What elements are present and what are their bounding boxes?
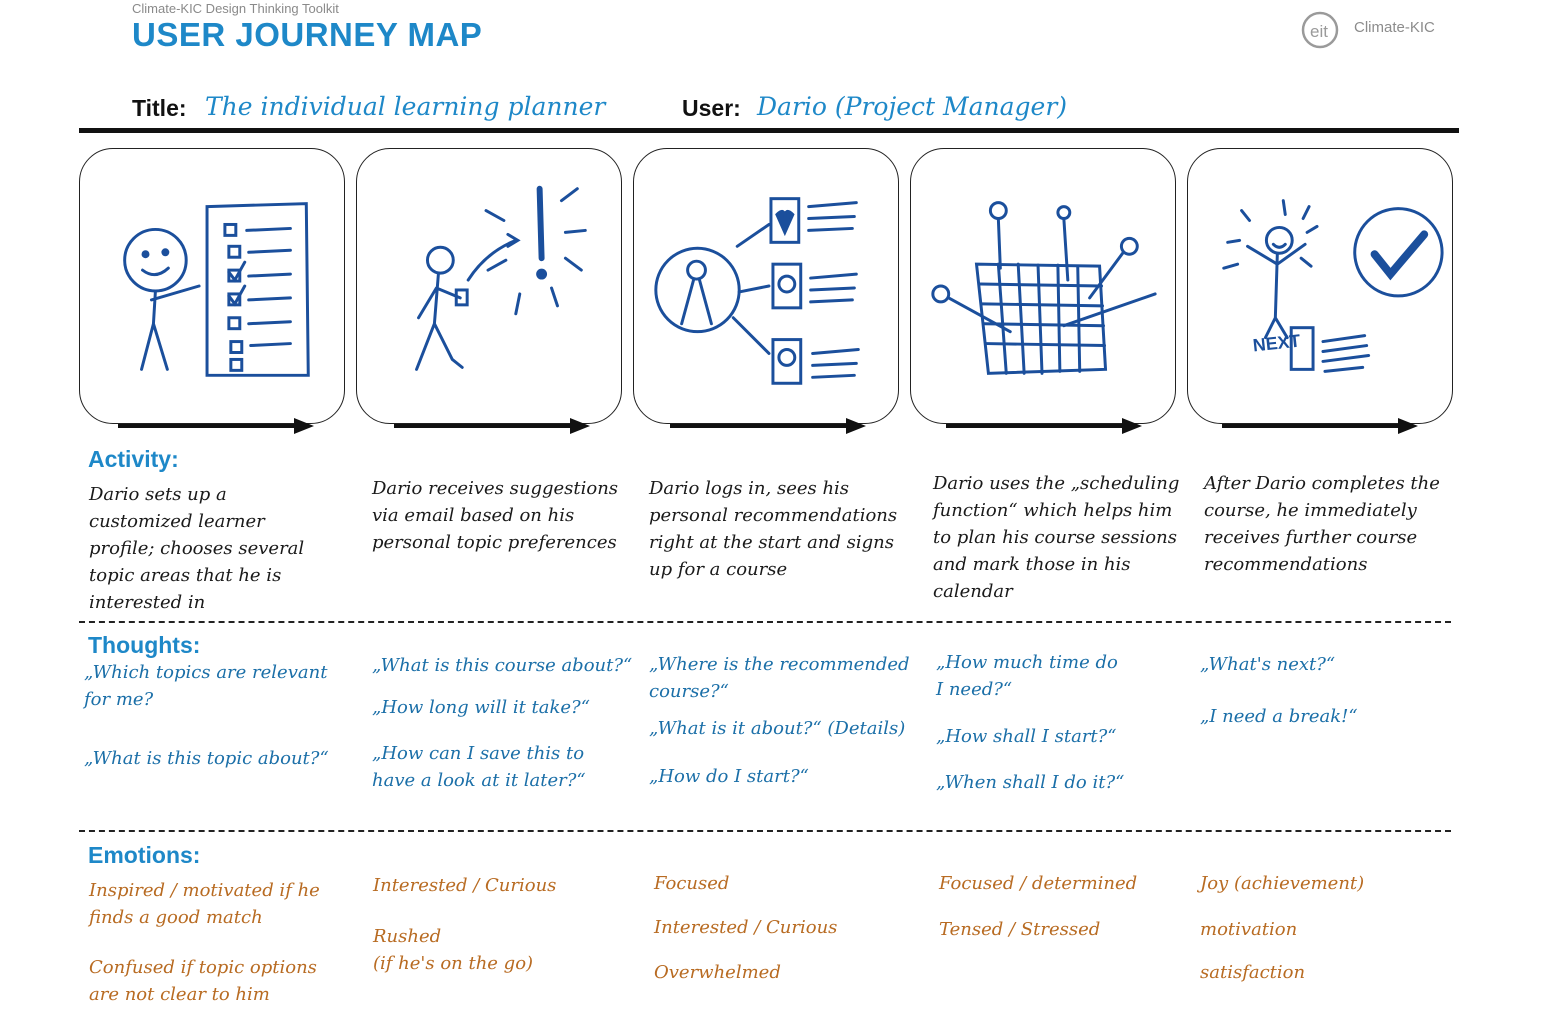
thought-item: „What is this topic about?“ [84, 748, 329, 769]
emotion-item: Focused / determined [939, 873, 1138, 894]
step-4-thoughts: „How much time do I need?“ „How shall I … [936, 649, 1206, 796]
person-checklist-icon [123, 202, 310, 377]
step-4-arrow [946, 418, 1142, 434]
title-value: The individual learning planner [205, 92, 606, 121]
emotion-item: satisfaction [1200, 962, 1306, 983]
step-4-panel [910, 148, 1176, 424]
emotion-item: Focused [654, 873, 730, 894]
step-5-activity: After Dario completes the course, he imm… [1204, 473, 1440, 575]
step-1-activity: Dario sets up a customized learner profi… [89, 484, 305, 613]
thought-item: „What is it about?“ (Details) [649, 718, 906, 739]
thoughts-heading: Thoughts: [88, 632, 201, 658]
logo-badge: eit [1310, 22, 1328, 41]
emotion-item: Joy (achievement) [1200, 873, 1365, 894]
user-label: User: [682, 95, 741, 121]
emotion-item: Rushed (if he's on the go) [373, 926, 534, 974]
step-3-activity: Dario logs in, sees his personal recomme… [649, 478, 898, 580]
thought-item: „What is this course about?“ [372, 655, 633, 676]
emotion-item: Overwhelmed [654, 962, 781, 983]
step-3-thoughts: „Where is the recommended course?“ „What… [649, 651, 919, 790]
emotion-item: Interested / Curious [373, 875, 557, 896]
thought-item: „How long will it take?“ [372, 697, 590, 718]
thought-item: „What's next?“ [1200, 654, 1336, 675]
step-2-emotions: Interested / Curious Rushed (if he's on … [373, 872, 643, 977]
step-5-emotions: Joy (achievement) motivation satisfactio… [1200, 870, 1470, 986]
step-3-arrow [670, 418, 866, 434]
step-3-panel [633, 148, 899, 424]
step-2-arrow [394, 418, 590, 434]
emotion-item: Tensed / Stressed [939, 919, 1101, 940]
step-4-emotions: Focused / determined Tensed / Stressed [939, 870, 1209, 943]
logo-text: Climate-KIC [1354, 19, 1435, 36]
thought-item: „How do I start?“ [649, 766, 809, 787]
emotions-heading: Emotions: [88, 842, 201, 868]
svg-text:NEXT: NEXT [1252, 331, 1302, 356]
step-2-activity: Dario receives suggestions via email bas… [372, 478, 619, 553]
toolkit-label: Climate-KIC Design Thinking Toolkit [132, 1, 339, 16]
step-5-panel: NEXT [1187, 148, 1453, 424]
thought-item: „How much time do I need?“ [936, 652, 1118, 700]
celebration-checkmark-next-icon: NEXT [1222, 199, 1444, 373]
user-value: Dario (Project Manager) [757, 92, 1068, 121]
thought-item: „How shall I start?“ [936, 726, 1117, 747]
thought-item: „Which topics are relevant for me? [84, 662, 328, 710]
thought-item: „How can I save this to have a look at i… [372, 743, 586, 791]
calendar-scheduling-icon [931, 201, 1157, 375]
eit-logo-icon: eit [1301, 11, 1339, 49]
emotion-item: Confused if topic options are not clear … [89, 957, 317, 1005]
step-4-activity: Dario uses the „scheduling function“ whi… [933, 473, 1180, 602]
emotion-item: Inspired / motivated if he finds a good … [89, 880, 320, 928]
step-2-panel [356, 148, 622, 424]
step-1-emotions: Inspired / motivated if he finds a good … [89, 877, 359, 1008]
climate-kic-logo: eit Climate-KIC [1298, 10, 1468, 50]
activity-heading: Activity: [88, 446, 179, 472]
emotions-divider [79, 830, 1451, 832]
step-1-arrow [118, 418, 314, 434]
step-1-panel [79, 148, 345, 424]
header-rule [79, 128, 1459, 133]
thought-item: „I need a break!“ [1200, 706, 1358, 727]
step-3-emotions: Focused Interested / Curious Overwhelmed [654, 870, 924, 986]
person-walking-email-alert-icon [415, 185, 587, 371]
step-5-thoughts: „What's next?“ „I need a break!“ [1200, 651, 1470, 730]
step-1-thoughts: „Which topics are relevant for me? „What… [84, 659, 354, 772]
thought-item: „When shall I do it?“ [936, 772, 1125, 793]
title-label: Title: [132, 95, 187, 121]
thoughts-divider [79, 621, 1451, 623]
thought-item: „Where is the recommended course?“ [649, 654, 910, 702]
emotion-item: motivation [1200, 919, 1298, 940]
page-title: USER JOURNEY MAP [132, 16, 483, 53]
step-2-thoughts: „What is this course about?“ „How long w… [372, 652, 642, 794]
profile-recommendations-icon [654, 197, 860, 385]
emotion-item: Interested / Curious [654, 917, 838, 938]
step-5-arrow [1222, 418, 1418, 434]
